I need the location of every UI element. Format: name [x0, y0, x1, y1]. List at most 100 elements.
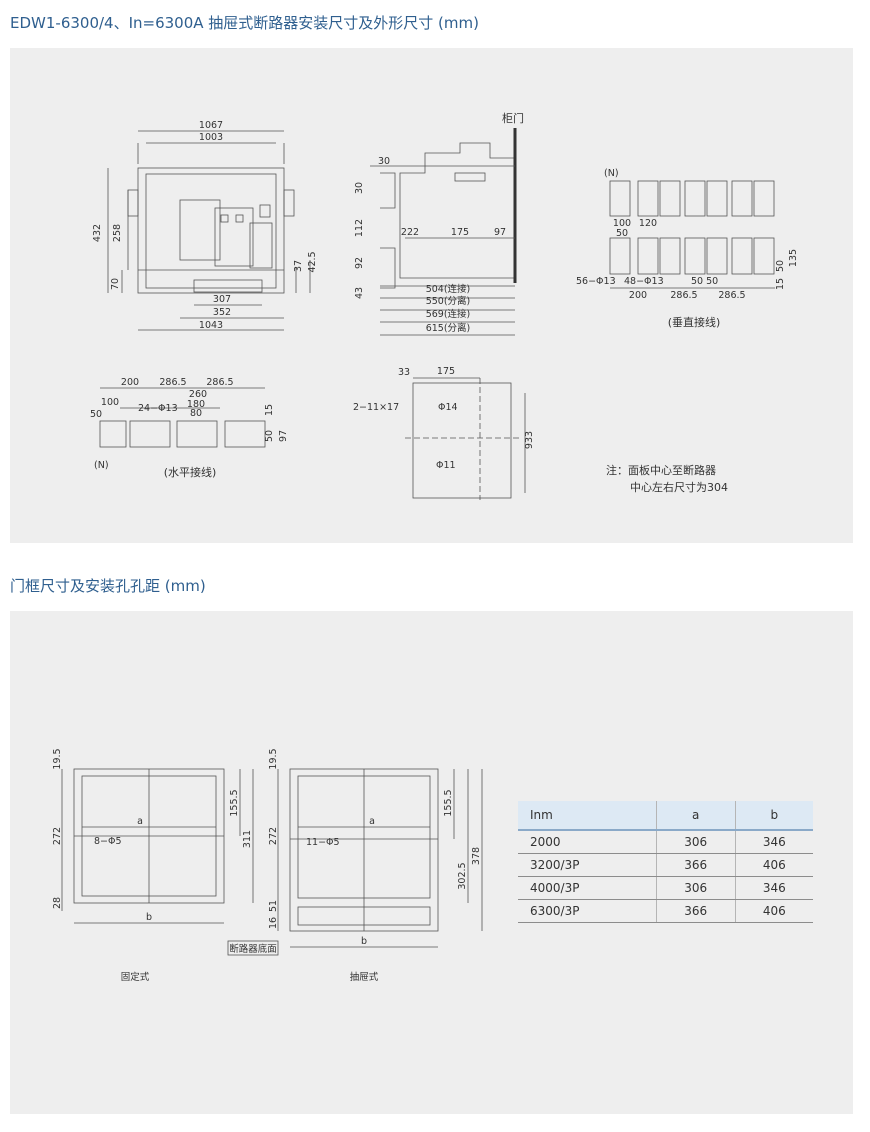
note-line-2: 中心左右尺寸为304 [630, 480, 728, 494]
indicator-window [259, 204, 271, 218]
vertical-dim-100: 100 [613, 218, 631, 229]
fixed-bottom-label-box [227, 940, 279, 956]
cell-inm: 4000/3P [518, 876, 657, 900]
table-row: 2000 306 346 [518, 830, 813, 854]
front-panel-right [249, 222, 273, 269]
dim-432: 432 [92, 224, 103, 242]
installation-drawing-panel: 1067 1003 432 258 70 37 42.5 307 352 104… [10, 48, 853, 543]
lower-terminal [380, 247, 396, 289]
side-view: 柜门 30 30 112 92 43 222 175 97 504(连接) 55… [354, 111, 524, 336]
dim-307: 307 [213, 294, 231, 305]
horizontal-dim-50b: 50 [264, 430, 275, 442]
terminal-block [193, 279, 263, 293]
side-dim-175: 175 [451, 227, 469, 238]
fixed-dim-311: 311 [242, 830, 253, 848]
cell-b: 406 [734, 853, 813, 877]
horizontal-dim-97: 97 [278, 430, 289, 442]
front-panel-left [179, 199, 221, 261]
side-dim-222: 222 [401, 227, 419, 238]
door-frame-panel: 19.5 272 28 a 8−Φ5 155.5 311 b 断路器底面 固定式… [10, 611, 853, 1114]
panel-dim-33: 33 [398, 367, 410, 378]
vertical-dim-120: 120 [639, 218, 657, 229]
fixed-bottom-label: 断路器底面 [229, 943, 277, 955]
cell-a: 306 [655, 830, 736, 854]
cell-inm: 6300/3P [518, 899, 657, 923]
vertical-dim-50: 50 [616, 228, 628, 239]
fixed-dim-19-5: 19.5 [52, 748, 63, 769]
dim-352: 352 [213, 307, 231, 318]
horizontal-n-label: (N) [94, 460, 109, 471]
drawout-dim-378: 378 [471, 847, 482, 865]
side-dim-30: 30 [354, 182, 365, 194]
cell-b: 346 [734, 876, 813, 900]
front-panel-mid [214, 207, 254, 267]
table-header-row: Inm a b [518, 801, 813, 831]
section-title-door-frame: 门框尺寸及安装孔孔距 (mm) [10, 577, 206, 595]
vertical-wiring: (N) 100 120 50 56−Φ13 48−Φ13 50 50 50 13… [576, 168, 799, 329]
drawout-dim-272: 272 [268, 827, 279, 845]
panel-dim-175: 175 [437, 366, 455, 377]
vertical-holes-56: 56−Φ13 [576, 276, 616, 287]
table-row: 3200/3P 366 406 [518, 853, 813, 877]
fixed-dim-a: a [137, 816, 143, 827]
cell-a: 366 [655, 899, 736, 923]
door-frame-drawing: 19.5 272 28 a 8−Φ5 155.5 311 b 断路器底面 固定式… [52, 748, 483, 983]
horizontal-caption: (水平接线) [164, 465, 217, 479]
dim-258: 258 [112, 224, 123, 242]
fixed-dim-155-5: 155.5 [229, 789, 240, 816]
header-inm: Inm [518, 801, 657, 831]
button-2 [235, 214, 244, 223]
vertical-dim-286b: 286.5 [718, 290, 745, 301]
panel-slot-label: 2−11×17 [353, 402, 399, 413]
drawout-dim-b: b [361, 936, 367, 947]
breaker-inner [145, 173, 277, 289]
drawout-dim-19-5: 19.5 [268, 748, 279, 769]
note-line-1: 注：面板中心至断路器 [606, 463, 716, 477]
fixed-dim-28: 28 [52, 897, 63, 909]
vertical-dim-135: 135 [788, 249, 799, 267]
horizontal-dim-180: 180 [187, 399, 205, 410]
side-dim-92: 92 [354, 257, 365, 269]
installation-drawing: 1067 1003 432 258 70 37 42.5 307 352 104… [90, 111, 799, 500]
fixed-dim-b: b [146, 912, 152, 923]
drawout-dim-302-5: 302.5 [457, 862, 468, 889]
cell-a: 306 [655, 876, 736, 900]
table-row: 4000/3P 306 346 [518, 876, 813, 900]
vertical-dim-5050: 50 50 [691, 276, 718, 287]
dim-1043: 1043 [199, 320, 223, 331]
horizontal-dim-286b: 286.5 [206, 377, 233, 388]
panel-phi11: Φ11 [436, 460, 456, 471]
front-view: 1067 1003 432 258 70 37 42.5 307 352 104… [92, 120, 318, 331]
horizontal-dim-15: 15 [264, 404, 275, 416]
panel-phi14: Φ14 [438, 402, 458, 413]
left-handle [127, 189, 139, 217]
side-dim-504: 504(连接) [426, 283, 471, 295]
side-dim-112: 112 [354, 219, 365, 237]
cell-b: 406 [734, 899, 813, 923]
horizontal-holes-24: 24−Φ13 [138, 403, 178, 414]
fixed-caption: 固定式 [121, 971, 150, 983]
breaker-body [137, 167, 285, 294]
dim-1003: 1003 [199, 132, 223, 143]
table-row: 6300/3P 366 406 [518, 899, 813, 923]
vertical-holes-48: 48−Φ13 [624, 276, 664, 287]
header-a: a [655, 801, 736, 831]
vertical-dim-200: 200 [629, 290, 647, 301]
panel-hole-drawing: 33 175 2−11×17 Φ14 933 Φ11 [353, 366, 535, 500]
side-dim-569: 569(连接) [426, 308, 471, 320]
cell-inm: 2000 [518, 830, 657, 854]
dim-70: 70 [110, 278, 121, 290]
side-dim-615: 615(分离) [426, 322, 471, 334]
horizontal-dim-286a: 286.5 [159, 377, 186, 388]
rated-current-table: Inm a b 2000 306 346 3200/3P 366 406 400… [518, 801, 813, 923]
side-dim-43: 43 [354, 287, 365, 299]
panel-outline [412, 382, 512, 499]
fixed-dim-272: 272 [52, 827, 63, 845]
cell-a: 366 [655, 853, 736, 877]
cell-b: 346 [734, 830, 813, 854]
side-dim-97: 97 [494, 227, 506, 238]
drawout-type-drawing: 19.5 272 51 16 a 11−Φ5 155.5 302.5 378 b… [268, 748, 483, 983]
button-1 [220, 214, 229, 223]
dim-37: 37 [293, 260, 304, 272]
right-handle [283, 189, 295, 217]
